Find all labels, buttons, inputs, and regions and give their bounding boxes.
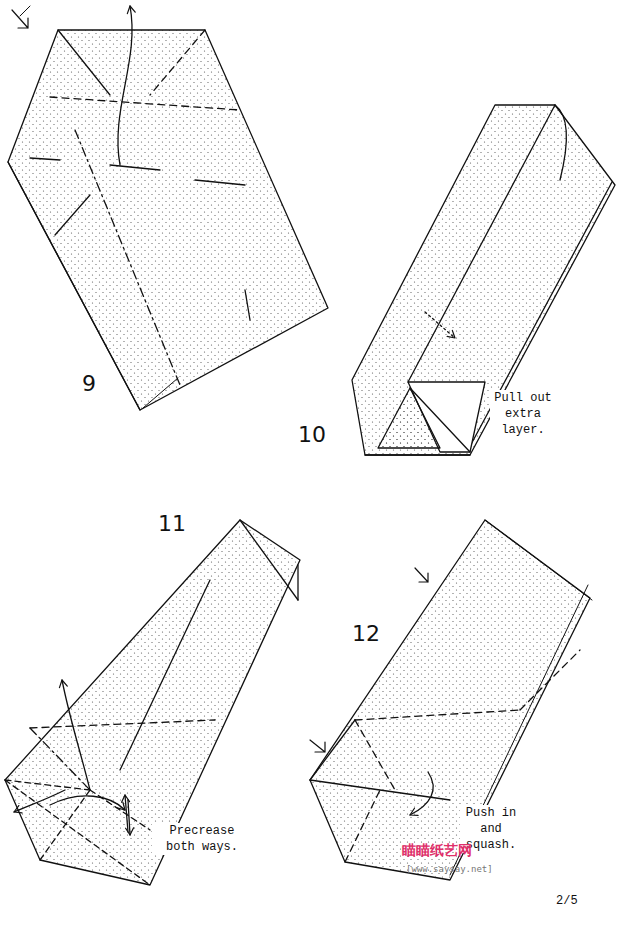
watermark-url: [www.saysay.net] (406, 864, 493, 875)
step-number: 9 (82, 372, 96, 396)
step-12-figure (310, 520, 592, 880)
step-number: 11 (158, 512, 186, 536)
step-number: 10 (298, 423, 326, 447)
watermark: 瞄瞄纸艺网 (402, 842, 472, 858)
step-11-figure (5, 520, 300, 885)
page-number: 2/5 (556, 893, 578, 909)
step-number: 12 (352, 622, 380, 646)
instruction-note: Pull out extra layer. (490, 390, 556, 438)
step-10-figure (352, 105, 615, 455)
step-9-figure (8, 6, 328, 410)
instruction-note: Precrease both ways. (152, 823, 252, 855)
